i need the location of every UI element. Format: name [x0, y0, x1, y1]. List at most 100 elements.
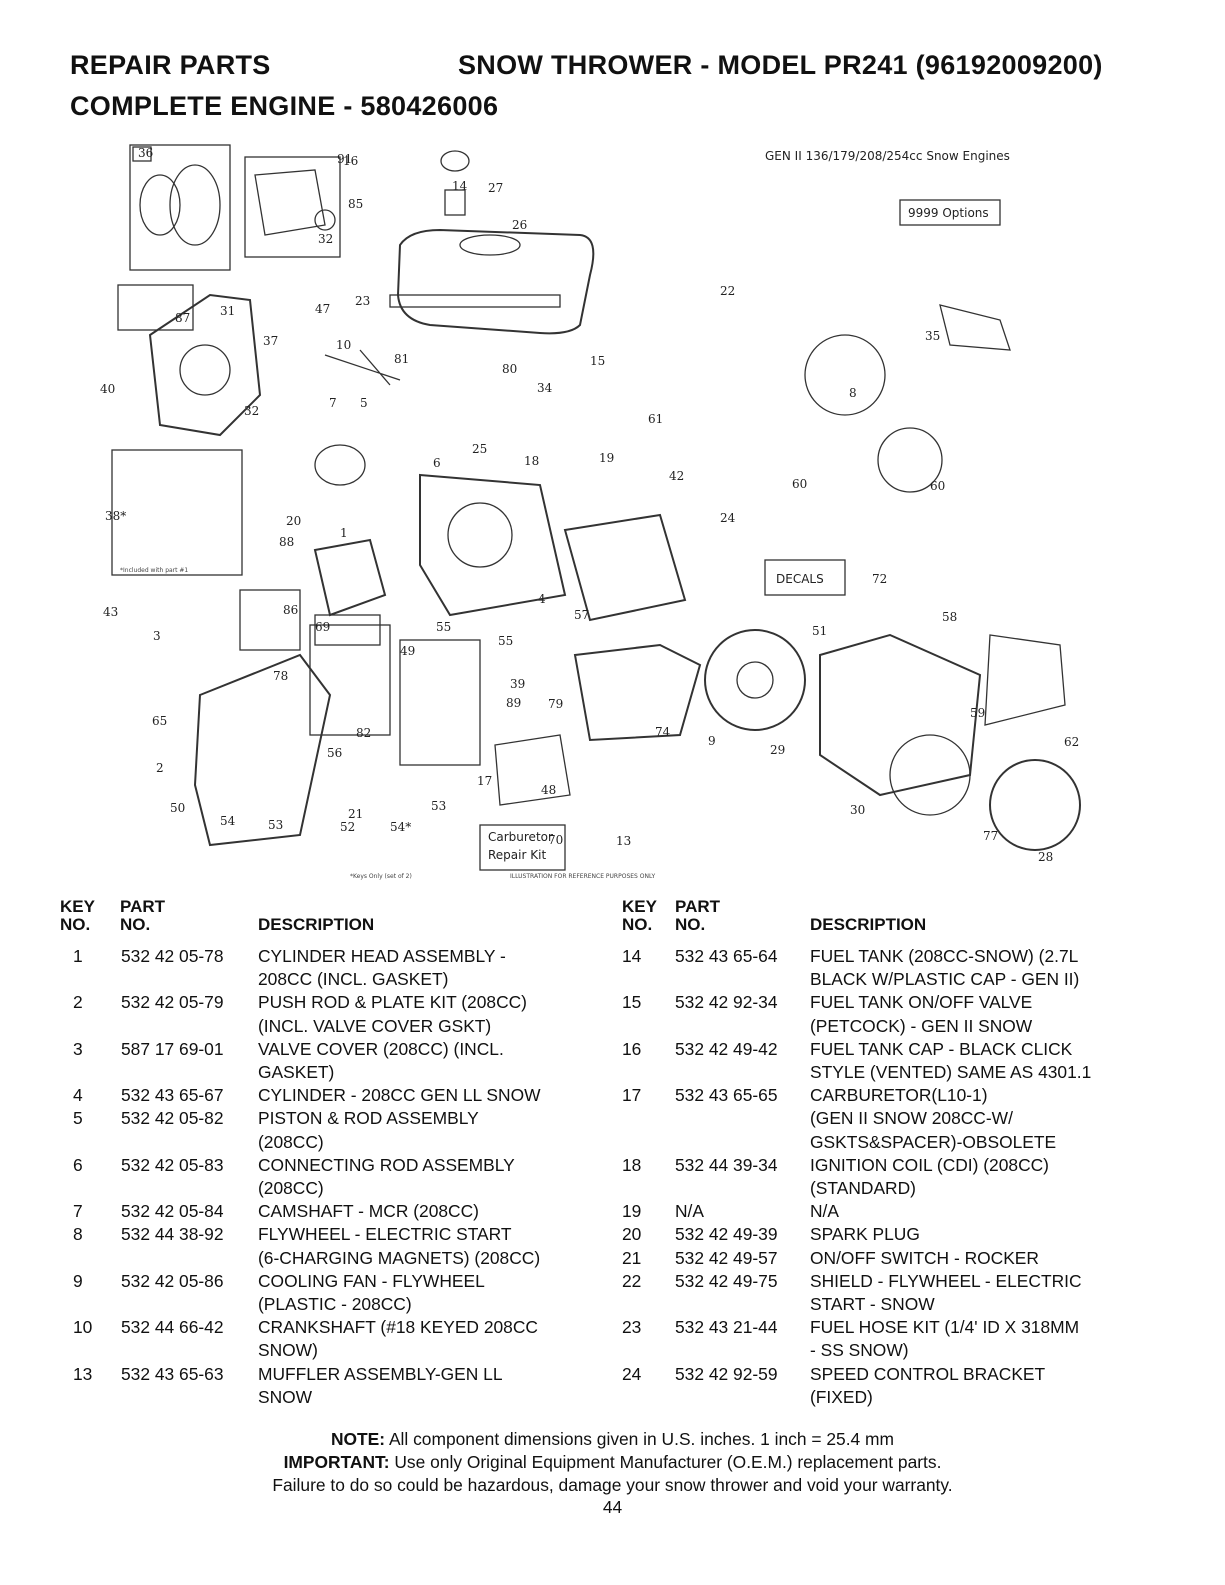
key-no-label: NO.	[622, 915, 653, 934]
part-number: 532 42 49-75	[675, 1270, 778, 1291]
callout-label: 52	[340, 820, 355, 834]
key-number: 1	[73, 946, 83, 966]
part-description: FUEL HOSE KIT (1/4' ID X 318MM - SS SNOW…	[810, 1317, 1080, 1361]
part-number: 532 44 66-42	[121, 1317, 224, 1338]
key-number: 9	[73, 1270, 83, 1291]
callout-label: 53	[431, 799, 446, 813]
callout-label: 35	[925, 329, 940, 343]
callout-label: 4	[538, 592, 546, 606]
left-key-header: KEY NO.	[60, 898, 95, 934]
part-description: FLYWHEEL - ELECTRIC START (6-CHARGING MA…	[258, 1224, 541, 1268]
note-text: All component dimensions given in U.S. i…	[385, 1429, 895, 1449]
callout-label: 54*	[390, 820, 411, 834]
carburetor-kit-label-line1: Carburetor	[488, 830, 553, 844]
model-title: SNOW THROWER - MODEL PR241 (96192009200)	[458, 50, 1103, 80]
key-label: KEY	[622, 897, 657, 916]
important-label: IMPORTANT:	[283, 1452, 390, 1472]
engine-series-caption: GEN II 136/179/208/254cc Snow Engines	[765, 149, 1010, 163]
key-number: 7	[73, 1201, 83, 1222]
left-description-header: DESCRIPTION	[258, 915, 375, 934]
callout-label: 21	[348, 807, 363, 821]
repair-parts-title: REPAIR PARTS	[70, 50, 271, 80]
options-box-label: 9999 Options	[908, 206, 989, 220]
callout-label: 23	[355, 294, 370, 308]
callout-label: 62	[1064, 735, 1079, 749]
part-description: PISTON & ROD ASSEMBLY (208CC)	[258, 1108, 479, 1152]
warning-line: Failure to do so could be hazardous, dam…	[272, 1475, 953, 1495]
part-description: IGNITION COIL (CDI) (208CC) (STANDARD)	[810, 1154, 1049, 1199]
callout-label: 16	[343, 154, 358, 168]
callout-label: 81	[394, 352, 409, 366]
keys-note: *Keys Only (set of 2)	[350, 873, 412, 880]
callout-label: 78	[273, 669, 288, 683]
part-number: 532 43 65-64	[675, 946, 778, 966]
right-description-header: DESCRIPTION	[810, 915, 927, 934]
callout-label: 60	[792, 477, 807, 491]
callout-label: 56	[327, 746, 342, 760]
callout-label: 74	[655, 725, 671, 739]
callout-label: 2	[156, 761, 164, 775]
part-number: 532 42 05-82	[121, 1108, 224, 1129]
part-number: 532 43 65-65	[675, 1085, 778, 1106]
part-description: CYLINDER HEAD ASSEMBLY - 208CC (INCL. GA…	[258, 946, 506, 990]
callout-label: 55	[436, 620, 451, 634]
key-number: 5	[73, 1108, 83, 1129]
callout-label: 27	[488, 181, 503, 195]
key-no-label: NO.	[60, 915, 91, 934]
callout-label: 59	[970, 706, 985, 720]
callout-label: 5	[360, 396, 368, 410]
key-number: 22	[622, 1270, 642, 1291]
callout-label: 61	[648, 412, 663, 426]
part-number: 532 42 05-83	[121, 1154, 224, 1175]
callout-label: 32	[244, 404, 259, 418]
note-label: NOTE:	[330, 1429, 386, 1449]
callout-label: 15	[590, 354, 605, 368]
part-description: VALVE COVER (208CC) (INCL. GASKET)	[258, 1038, 504, 1083]
part-label: PART	[120, 897, 166, 916]
exploded-parts-diagram: GEN II 136/179/208/254cc Snow Engines 99…	[100, 135, 1140, 880]
key-number: 16	[622, 1038, 642, 1059]
callout-label: 43	[103, 605, 118, 619]
decals-box-label: DECALS	[776, 572, 824, 586]
part-description: MUFFLER ASSEMBLY-GEN LL SNOW	[258, 1363, 503, 1407]
callout-label: 38*	[105, 509, 126, 523]
part-number: 587 17 69-01	[121, 1038, 224, 1059]
callout-label: 57	[574, 608, 589, 622]
callout-label: 28	[1038, 850, 1053, 864]
page-number: 44	[602, 1497, 623, 1517]
key-number: 19	[622, 1201, 642, 1222]
callout-label: 69	[315, 620, 330, 634]
part-no-label: NO.	[675, 915, 706, 934]
key-number: 21	[622, 1247, 642, 1268]
callout-label: 7	[329, 396, 337, 410]
part-description: CYLINDER - 208CC GEN LL SNOW	[258, 1085, 541, 1106]
key-number: 10	[73, 1317, 93, 1338]
callout-label: 48	[541, 783, 556, 797]
part-number: 532 42 05-78	[121, 946, 224, 966]
part-row: 1 532 42 05-78 CYLINDER HEAD ASSEMBLY - 20…	[73, 945, 593, 991]
part-number: 532 42 05-86	[121, 1270, 224, 1291]
callout-label: 80	[502, 362, 517, 376]
callout-label: 91	[337, 152, 352, 166]
callout-label: 31	[220, 304, 235, 318]
key-number: 20	[622, 1224, 642, 1245]
key-number: 23	[622, 1317, 642, 1338]
key-number: 2	[73, 992, 83, 1013]
callout-label: 58	[942, 610, 957, 624]
callout-label: 17	[477, 774, 492, 788]
callout-label: 3	[153, 629, 161, 643]
part-description: ON/OFF SWITCH - ROCKER	[810, 1247, 1039, 1268]
part-description: SPARK PLUG	[810, 1224, 920, 1245]
part-number: 532 42 92-59	[675, 1363, 778, 1384]
